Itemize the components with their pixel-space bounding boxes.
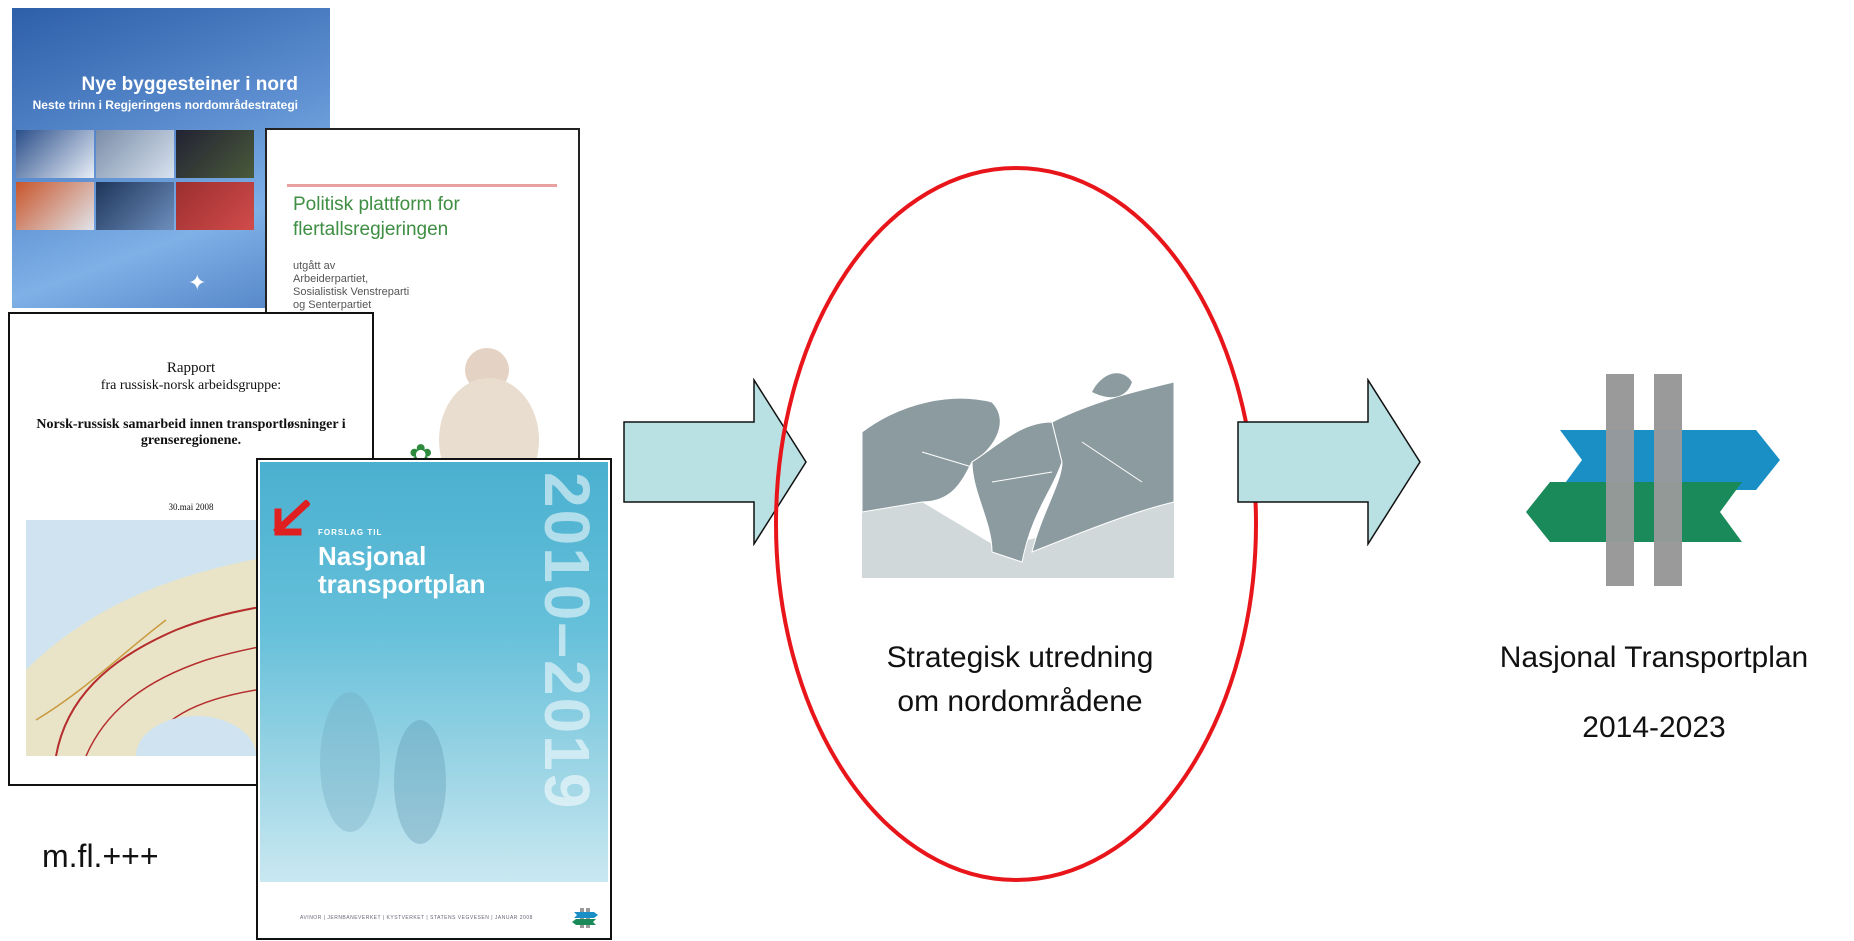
motion-figures <box>320 692 446 844</box>
doc2-title: Politisk plattform for flertallsregjerin… <box>293 194 460 240</box>
flow-arrow-1 <box>623 378 807 546</box>
cover-photo <box>176 182 254 230</box>
doc3-title: Norsk-russisk samarbeid innen transportl… <box>36 417 346 448</box>
doc4-footer: AVINOR | JERNBANEVERKET | KYSTVERKET | S… <box>300 915 533 921</box>
highlight-ellipse <box>774 166 1258 882</box>
doc4-label-small: FORSLAG TIL <box>318 528 383 537</box>
ntp-mini-logo-icon <box>572 908 598 928</box>
flow-arrow-2 <box>1237 378 1421 546</box>
doc4-years: 2010–2019 <box>531 472 603 811</box>
cover-photo <box>96 182 174 230</box>
doc2-small-text: utgått av Arbeiderpartiet, Sosialistisk … <box>293 260 410 311</box>
doc3-line1: Rapport <box>166 360 216 376</box>
more-documents-label: m.fl.+++ <box>42 838 159 874</box>
cover-photo <box>16 182 94 230</box>
doc1-title: Nye byggesteiner i nord <box>81 74 298 95</box>
ntp-cover-image: FORSLAG TIL Nasjonal transportplan 2010–… <box>260 462 608 882</box>
cover-photo <box>96 130 174 178</box>
doc3-date: 30.mai 2008 <box>168 502 214 512</box>
national-transport-plan-logo <box>1526 374 1780 586</box>
red-arrow-icon <box>273 500 310 536</box>
cover-photo <box>16 130 94 178</box>
doc1-subtitle: Neste trinn i Regjeringens nordområdestr… <box>32 98 298 112</box>
header-rule <box>287 184 557 187</box>
emblem-icon: ✦ <box>188 270 207 295</box>
doc3-line2: fra russisk-norsk arbeidsgruppe: <box>100 378 282 393</box>
right-caption-line2: 2014-2023 <box>1582 711 1726 744</box>
center-caption: Strategisk utredning om nordområdene <box>886 641 1154 718</box>
doc4-label-big: Nasjonal transportplan <box>318 541 486 599</box>
right-caption-line1: Nasjonal Transportplan <box>1499 641 1809 674</box>
nordic-region-map <box>862 362 1174 578</box>
cover-photo <box>176 130 254 178</box>
national-transport-plan-cover: FORSLAG TIL Nasjonal transportplan 2010–… <box>256 458 612 940</box>
